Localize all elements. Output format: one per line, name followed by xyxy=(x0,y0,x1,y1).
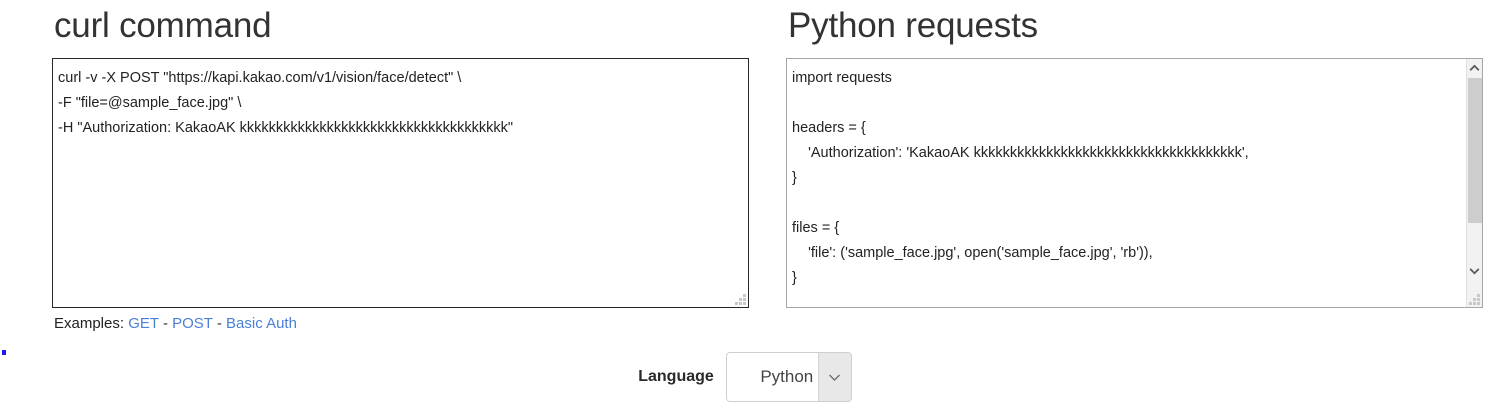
scrollbar-thumb[interactable] xyxy=(1468,78,1482,223)
examples-separator-1: - xyxy=(162,315,168,332)
examples-separator-2: - xyxy=(216,315,222,332)
language-select[interactable]: Python xyxy=(725,352,852,402)
chevron-down-icon[interactable] xyxy=(1467,262,1482,279)
language-label: Language xyxy=(638,368,714,385)
artifact-dot xyxy=(2,350,6,355)
examples-label: Examples: xyxy=(54,315,125,332)
resize-grip-icon[interactable] xyxy=(733,292,746,305)
python-requests-text: import requests headers = { 'Authorizati… xyxy=(792,70,1249,286)
examples-links: Examples: GET - POST - Basic Auth xyxy=(54,313,297,335)
example-link-post[interactable]: POST xyxy=(172,315,213,332)
language-selected-value: Python xyxy=(760,367,814,386)
language-row: Language Python xyxy=(0,352,1490,402)
chevron-up-icon[interactable] xyxy=(1467,59,1482,76)
example-link-get[interactable]: GET xyxy=(128,315,159,332)
python-panel-title: Python requests xyxy=(788,6,1038,45)
example-link-basic-auth[interactable]: Basic Auth xyxy=(226,315,297,332)
python-textarea-scrollbar[interactable] xyxy=(1466,59,1482,307)
curl-panel-title: curl command xyxy=(54,6,272,45)
python-requests-textarea[interactable]: import requests headers = { 'Authorizati… xyxy=(786,58,1483,308)
curl-command-textarea[interactable]: curl -v -X POST "https://kapi.kakao.com/… xyxy=(52,58,749,308)
resize-grip-icon[interactable] xyxy=(1467,292,1480,305)
chevron-down-icon[interactable] xyxy=(817,353,851,401)
curl-command-text: curl -v -X POST "https://kapi.kakao.com/… xyxy=(58,70,514,136)
